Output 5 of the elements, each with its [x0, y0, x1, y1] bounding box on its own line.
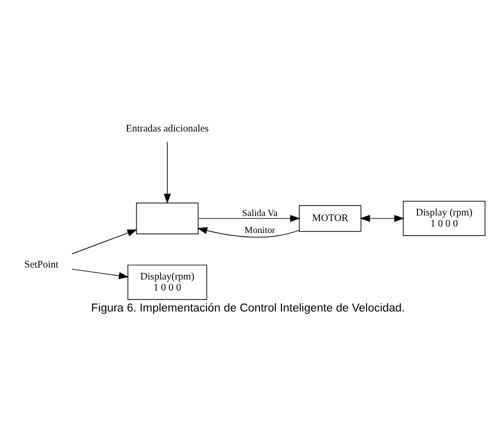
node-text: Entradas adicionales	[126, 122, 209, 134]
caption: Figura 6. Implementación de Control Inteligente de Velocidad.	[91, 302, 405, 314]
edge-label: Salida Va	[242, 208, 278, 218]
edge-label: Monitor	[244, 226, 276, 236]
node-text: SetPoint	[24, 259, 58, 270]
